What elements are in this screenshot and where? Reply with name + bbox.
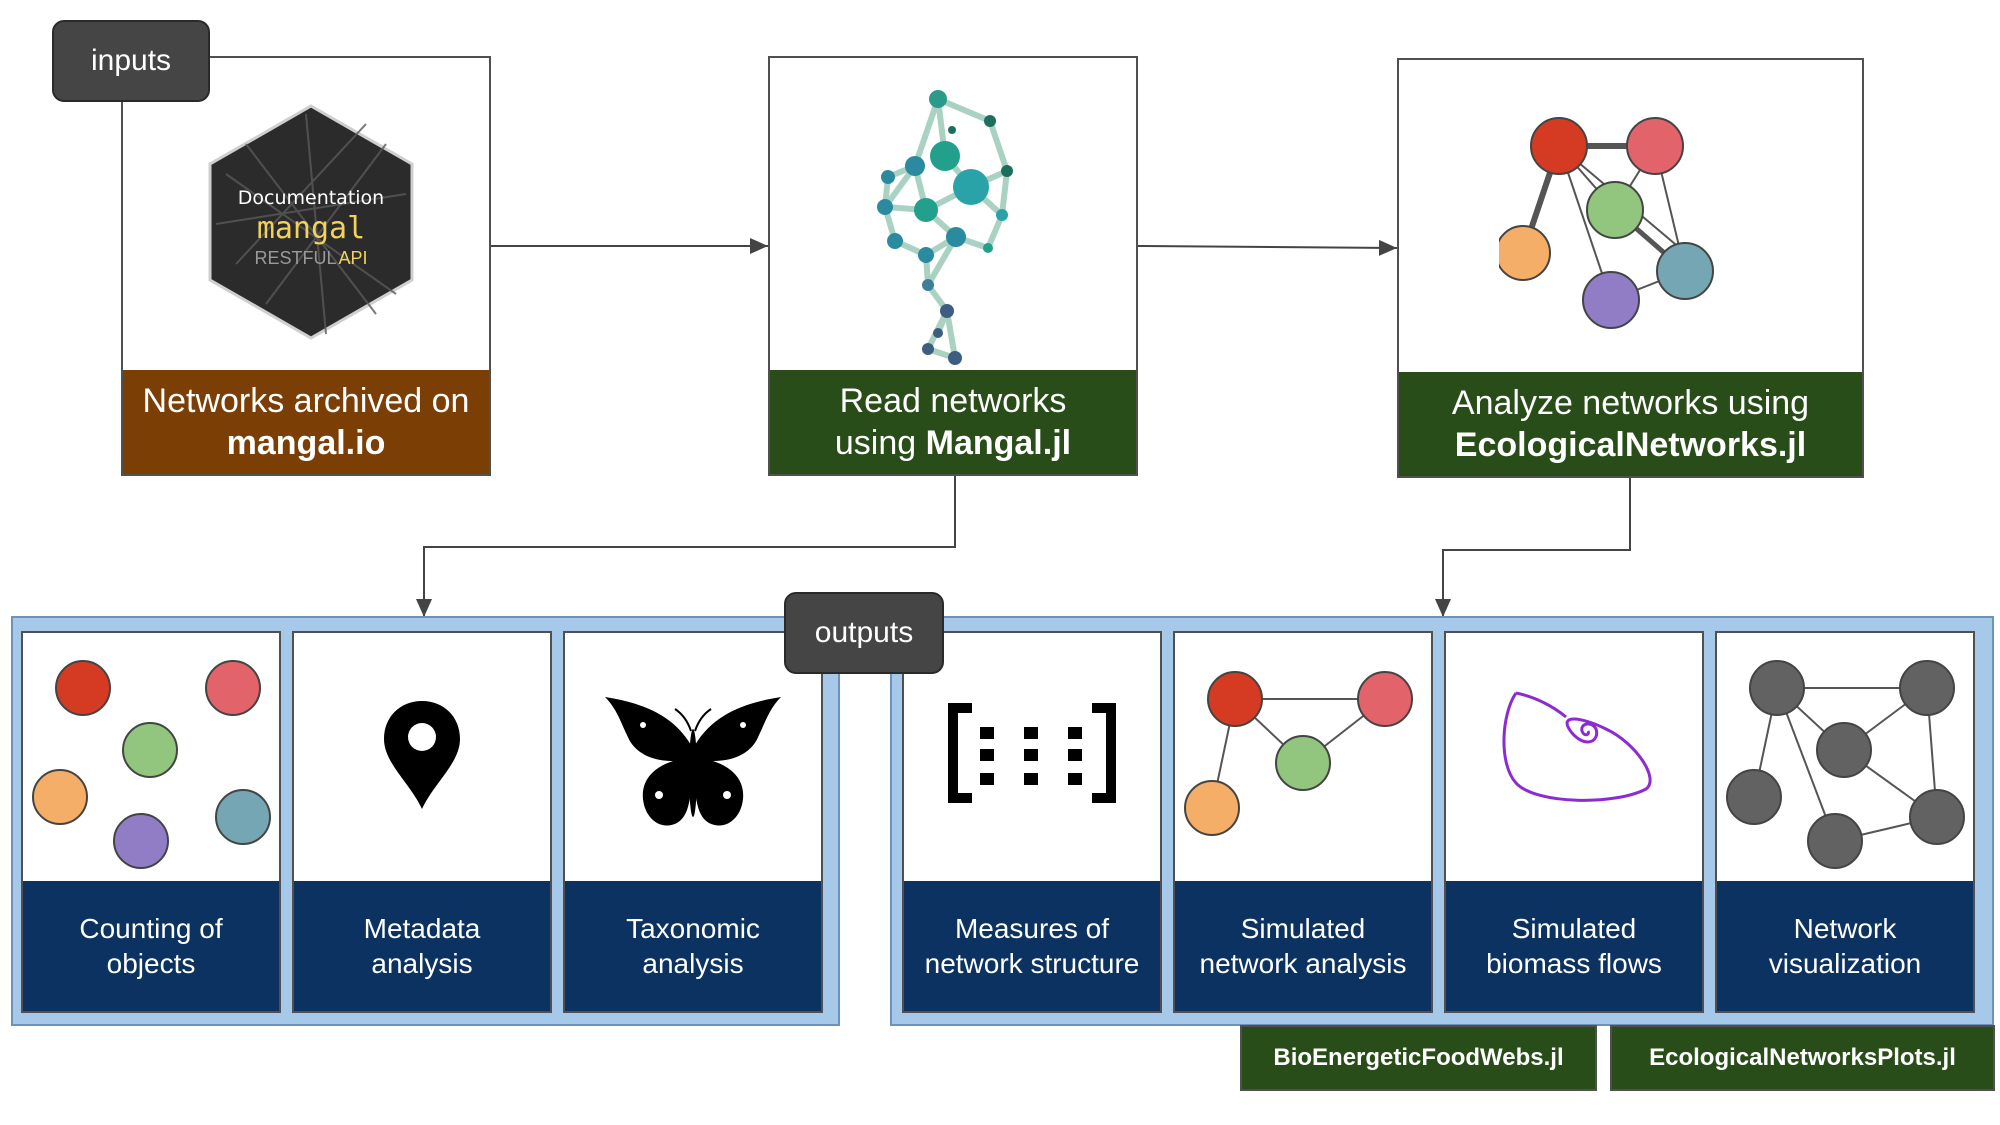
taxonomic-line2: analysis <box>642 948 744 979</box>
matrix-icon <box>948 703 1116 803</box>
output-card-taxonomic: Taxonomic analysis <box>563 631 823 1013</box>
mangal-hexagon-logo <box>208 104 414 340</box>
taxonomic-line1: Taxonomic <box>626 913 760 944</box>
logo-restful: RESTFUL <box>254 248 337 268</box>
read-label-line1: Read networks <box>839 381 1067 420</box>
colored-dots-icon <box>32 660 271 869</box>
measures-line1: Measures of <box>954 913 1110 944</box>
output-card-simulated-network: Simulated network analysis <box>1173 631 1433 1013</box>
location-pin-icon <box>384 701 460 809</box>
metadata-line2: analysis <box>371 948 473 979</box>
visualization-line2: visualization <box>1768 948 1922 979</box>
output-card-biomass: Simulated biomass flows <box>1444 631 1704 1013</box>
simulated-network-line2: network analysis <box>1199 948 1407 979</box>
logo-api: API <box>338 248 368 268</box>
output-label-biomass: Simulated biomass flows <box>1446 881 1702 1011</box>
logo-mangal: mangal <box>256 211 366 246</box>
output-label-visualization: Network visualization <box>1717 881 1973 1011</box>
counting-line2: objects <box>106 948 196 979</box>
package-bioenergetic: BioEnergeticFoodWebs.jl <box>1240 1025 1597 1091</box>
read-networks-card: Read networks using Mangal.jl <box>768 56 1138 476</box>
butterfly-icon <box>605 697 781 826</box>
network-graph-icon <box>1184 671 1413 836</box>
counting-line1: Counting of <box>79 913 223 944</box>
measures-line2: network structure <box>924 948 1140 979</box>
output-card-measures: Measures of network structure <box>902 631 1162 1013</box>
arrow-read-to-outputs <box>416 476 956 617</box>
colored-network-icon <box>1499 117 1714 329</box>
output-label-measures: Measures of network structure <box>904 881 1160 1011</box>
visualization-line1: Network <box>1793 913 1897 944</box>
inputs-label-line2: mangal.io <box>226 424 386 462</box>
gray-network-icon <box>1726 660 1965 869</box>
inputs-tag: inputs <box>52 20 210 102</box>
network-tree-icon <box>877 90 1013 365</box>
metadata-line1: Metadata <box>363 913 481 944</box>
biomass-line1: Simulated <box>1511 913 1637 944</box>
read-label-using: using <box>834 424 926 462</box>
output-label-simulated-network: Simulated network analysis <box>1175 881 1431 1011</box>
read-card-label: Read networks using Mangal.jl <box>770 370 1136 474</box>
analyze-networks-card: Analyze networks using EcologicalNetwork… <box>1397 58 1864 478</box>
simulated-network-line1: Simulated <box>1240 913 1366 944</box>
outputs-tag: outputs <box>784 592 944 674</box>
output-card-visualization: Network visualization <box>1715 631 1975 1013</box>
arrow-read-to-analyze <box>1137 239 1398 256</box>
read-label-package: Mangal.jl <box>925 424 1072 462</box>
package-networkplots: EcologicalNetworksPlots.jl <box>1610 1025 1995 1091</box>
output-card-counting: Counting of objects <box>21 631 281 1013</box>
spiral-icon <box>1502 691 1652 802</box>
analyze-label-line1: Analyze networks using <box>1451 383 1810 422</box>
inputs-card-label: Networks archived on mangal.io <box>123 370 489 474</box>
analyze-card-label: Analyze networks using EcologicalNetwork… <box>1399 372 1862 476</box>
analyze-label-line2: EcologicalNetworks.jl <box>1454 426 1807 464</box>
output-label-metadata: Metadata analysis <box>294 881 550 1011</box>
output-label-taxonomic: Taxonomic analysis <box>565 881 821 1011</box>
biomass-line2: biomass flows <box>1486 948 1662 979</box>
logo-documentation: Documentation <box>237 187 385 209</box>
arrow-analyze-to-outputs <box>1435 478 1631 617</box>
output-label-counting: Counting of objects <box>23 881 279 1011</box>
output-card-metadata: Metadata analysis <box>292 631 552 1013</box>
inputs-label-line1: Networks archived on <box>142 381 470 420</box>
